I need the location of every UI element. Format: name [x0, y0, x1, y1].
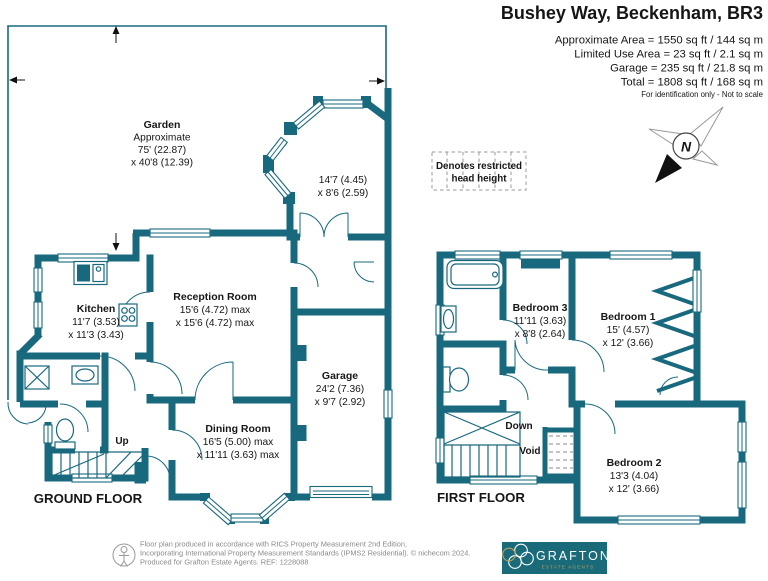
garage-area: Garage = 235 sq ft / 21.8 sq m — [610, 63, 763, 75]
ground-floor-windows — [33, 99, 393, 526]
basin-icon — [71, 365, 99, 385]
svg-text:x 40'8 (12.39): x 40'8 (12.39) — [131, 158, 193, 169]
shower-icon — [24, 365, 50, 390]
garage-door — [309, 485, 373, 499]
wardrobe-zigzag — [650, 275, 698, 393]
first-floor-title: FIRST FLOOR — [437, 490, 525, 505]
svg-text:x 9'7 (2.92): x 9'7 (2.92) — [315, 397, 366, 408]
brand-logo: GRAFTON ESTATE AGENTS — [502, 542, 611, 574]
bathtub-icon — [446, 259, 504, 290]
room-label-dining: Dining Room — [205, 423, 270, 435]
room-label-reception: Reception Room — [173, 291, 256, 303]
svg-text:75' (22.87): 75' (22.87) — [138, 145, 186, 156]
first-floor-walls — [436, 251, 746, 524]
ground-floor-labels: 14'7 (4.45) x 8'6 (2.59) Kitchen 11'7 (3… — [34, 175, 369, 506]
svg-text:x 12' (3.66): x 12' (3.66) — [603, 338, 654, 349]
room-label-garage: Garage — [322, 370, 358, 382]
footer: Floor plan produced in accordance with R… — [112, 540, 611, 574]
hob-icon — [118, 303, 138, 327]
footer-line3: Produced for Grafton Estate Agents. REF:… — [140, 558, 308, 567]
garden-label: Garden Approximate 75' (22.87) x 40'8 (1… — [131, 119, 193, 169]
toilet-icon — [54, 418, 76, 450]
footer-line1: Floor plan produced in accordance with R… — [140, 540, 407, 549]
svg-text:11'7 (3.53): 11'7 (3.53) — [72, 317, 120, 328]
page-title: Bushey Way, Beckenham, BR3 — [501, 3, 763, 23]
limited-use-area: Limited Use Area = 23 sq ft / 2.1 sq m — [574, 49, 763, 61]
stairs-down-label: Down — [505, 421, 532, 432]
svg-text:Approximate: Approximate — [133, 133, 191, 144]
footer-line2: Incorporating International Property Mea… — [140, 549, 470, 558]
first-floor-windows — [435, 250, 747, 525]
ground-floor-fixtures — [24, 260, 146, 479]
room-label-bedroom2: Bedroom 2 — [607, 457, 662, 469]
svg-text:x 12' (3.66): x 12' (3.66) — [609, 484, 660, 495]
void-label: Void — [520, 446, 541, 457]
room-label-bedroom1: Bedroom 1 — [601, 311, 656, 323]
void-enclosure — [542, 427, 579, 479]
compass-north-label: N — [681, 139, 692, 155]
room-label-conservatory: 14'7 (4.45) — [319, 175, 367, 186]
svg-text:24'2 (7.36): 24'2 (7.36) — [316, 384, 364, 395]
header: Bushey Way, Beckenham, BR3 Approximate A… — [501, 3, 763, 99]
legend-box: Denotes restricted head height — [431, 151, 527, 191]
toilet-icon-first — [442, 366, 470, 393]
identification-note: For identification only - Not to scale — [641, 90, 763, 99]
ground-floor-title: GROUND FLOOR — [34, 491, 143, 506]
dimension-arrows — [9, 26, 385, 251]
svg-text:x 8'8 (2.64): x 8'8 (2.64) — [515, 329, 566, 340]
total-area: Total = 1808 sq ft / 168 sq m — [621, 77, 763, 89]
room-label-kitchen: Kitchen — [77, 303, 116, 315]
svg-text:16'5 (5.00) max: 16'5 (5.00) max — [203, 437, 273, 448]
legend-line2: head height — [452, 174, 508, 185]
svg-text:x 11'11 (3.63) max: x 11'11 (3.63) max — [197, 450, 280, 461]
basin-icon-first — [440, 305, 457, 333]
legend-line1: Denotes restricted — [436, 161, 522, 172]
svg-text:Garden: Garden — [144, 119, 181, 131]
first-floor-doors — [502, 319, 679, 435]
brand-name: GRAFTON — [536, 549, 611, 563]
first-floor-fixtures — [440, 259, 573, 478]
svg-text:15'6 (4.72) max: 15'6 (4.72) max — [180, 305, 250, 316]
stairs-up — [51, 451, 146, 479]
first-floor-labels: Bedroom 3 11'11 (3.63) x 8'8 (2.64) Bedr… — [437, 302, 662, 505]
brand-subtitle: ESTATE AGENTS — [542, 565, 595, 570]
approximate-area: Approximate Area = 1550 sq ft / 144 sq m — [555, 35, 763, 47]
svg-text:x 11'3 (3.43): x 11'3 (3.43) — [68, 330, 124, 341]
garden-boundary — [7, 25, 387, 400]
person-icon — [112, 543, 136, 567]
void-hatch — [549, 435, 573, 469]
garden-gate — [7, 401, 47, 425]
svg-text:x 8'6 (2.59): x 8'6 (2.59) — [318, 188, 369, 199]
stairs-down — [443, 411, 521, 478]
kitchen-sink-icon — [73, 260, 108, 286]
ground-floor-doors — [7, 212, 375, 481]
svg-text:x 15'6 (4.72) max: x 15'6 (4.72) max — [176, 318, 254, 329]
svg-text:13'3 (4.04): 13'3 (4.04) — [610, 471, 658, 482]
svg-text:15' (4.57): 15' (4.57) — [607, 325, 650, 336]
svg-text:11'11 (3.63): 11'11 (3.63) — [514, 316, 567, 327]
room-label-bedroom3: Bedroom 3 — [513, 302, 568, 314]
compass-icon: N — [648, 106, 724, 183]
stairs-up-label: Up — [115, 436, 128, 447]
